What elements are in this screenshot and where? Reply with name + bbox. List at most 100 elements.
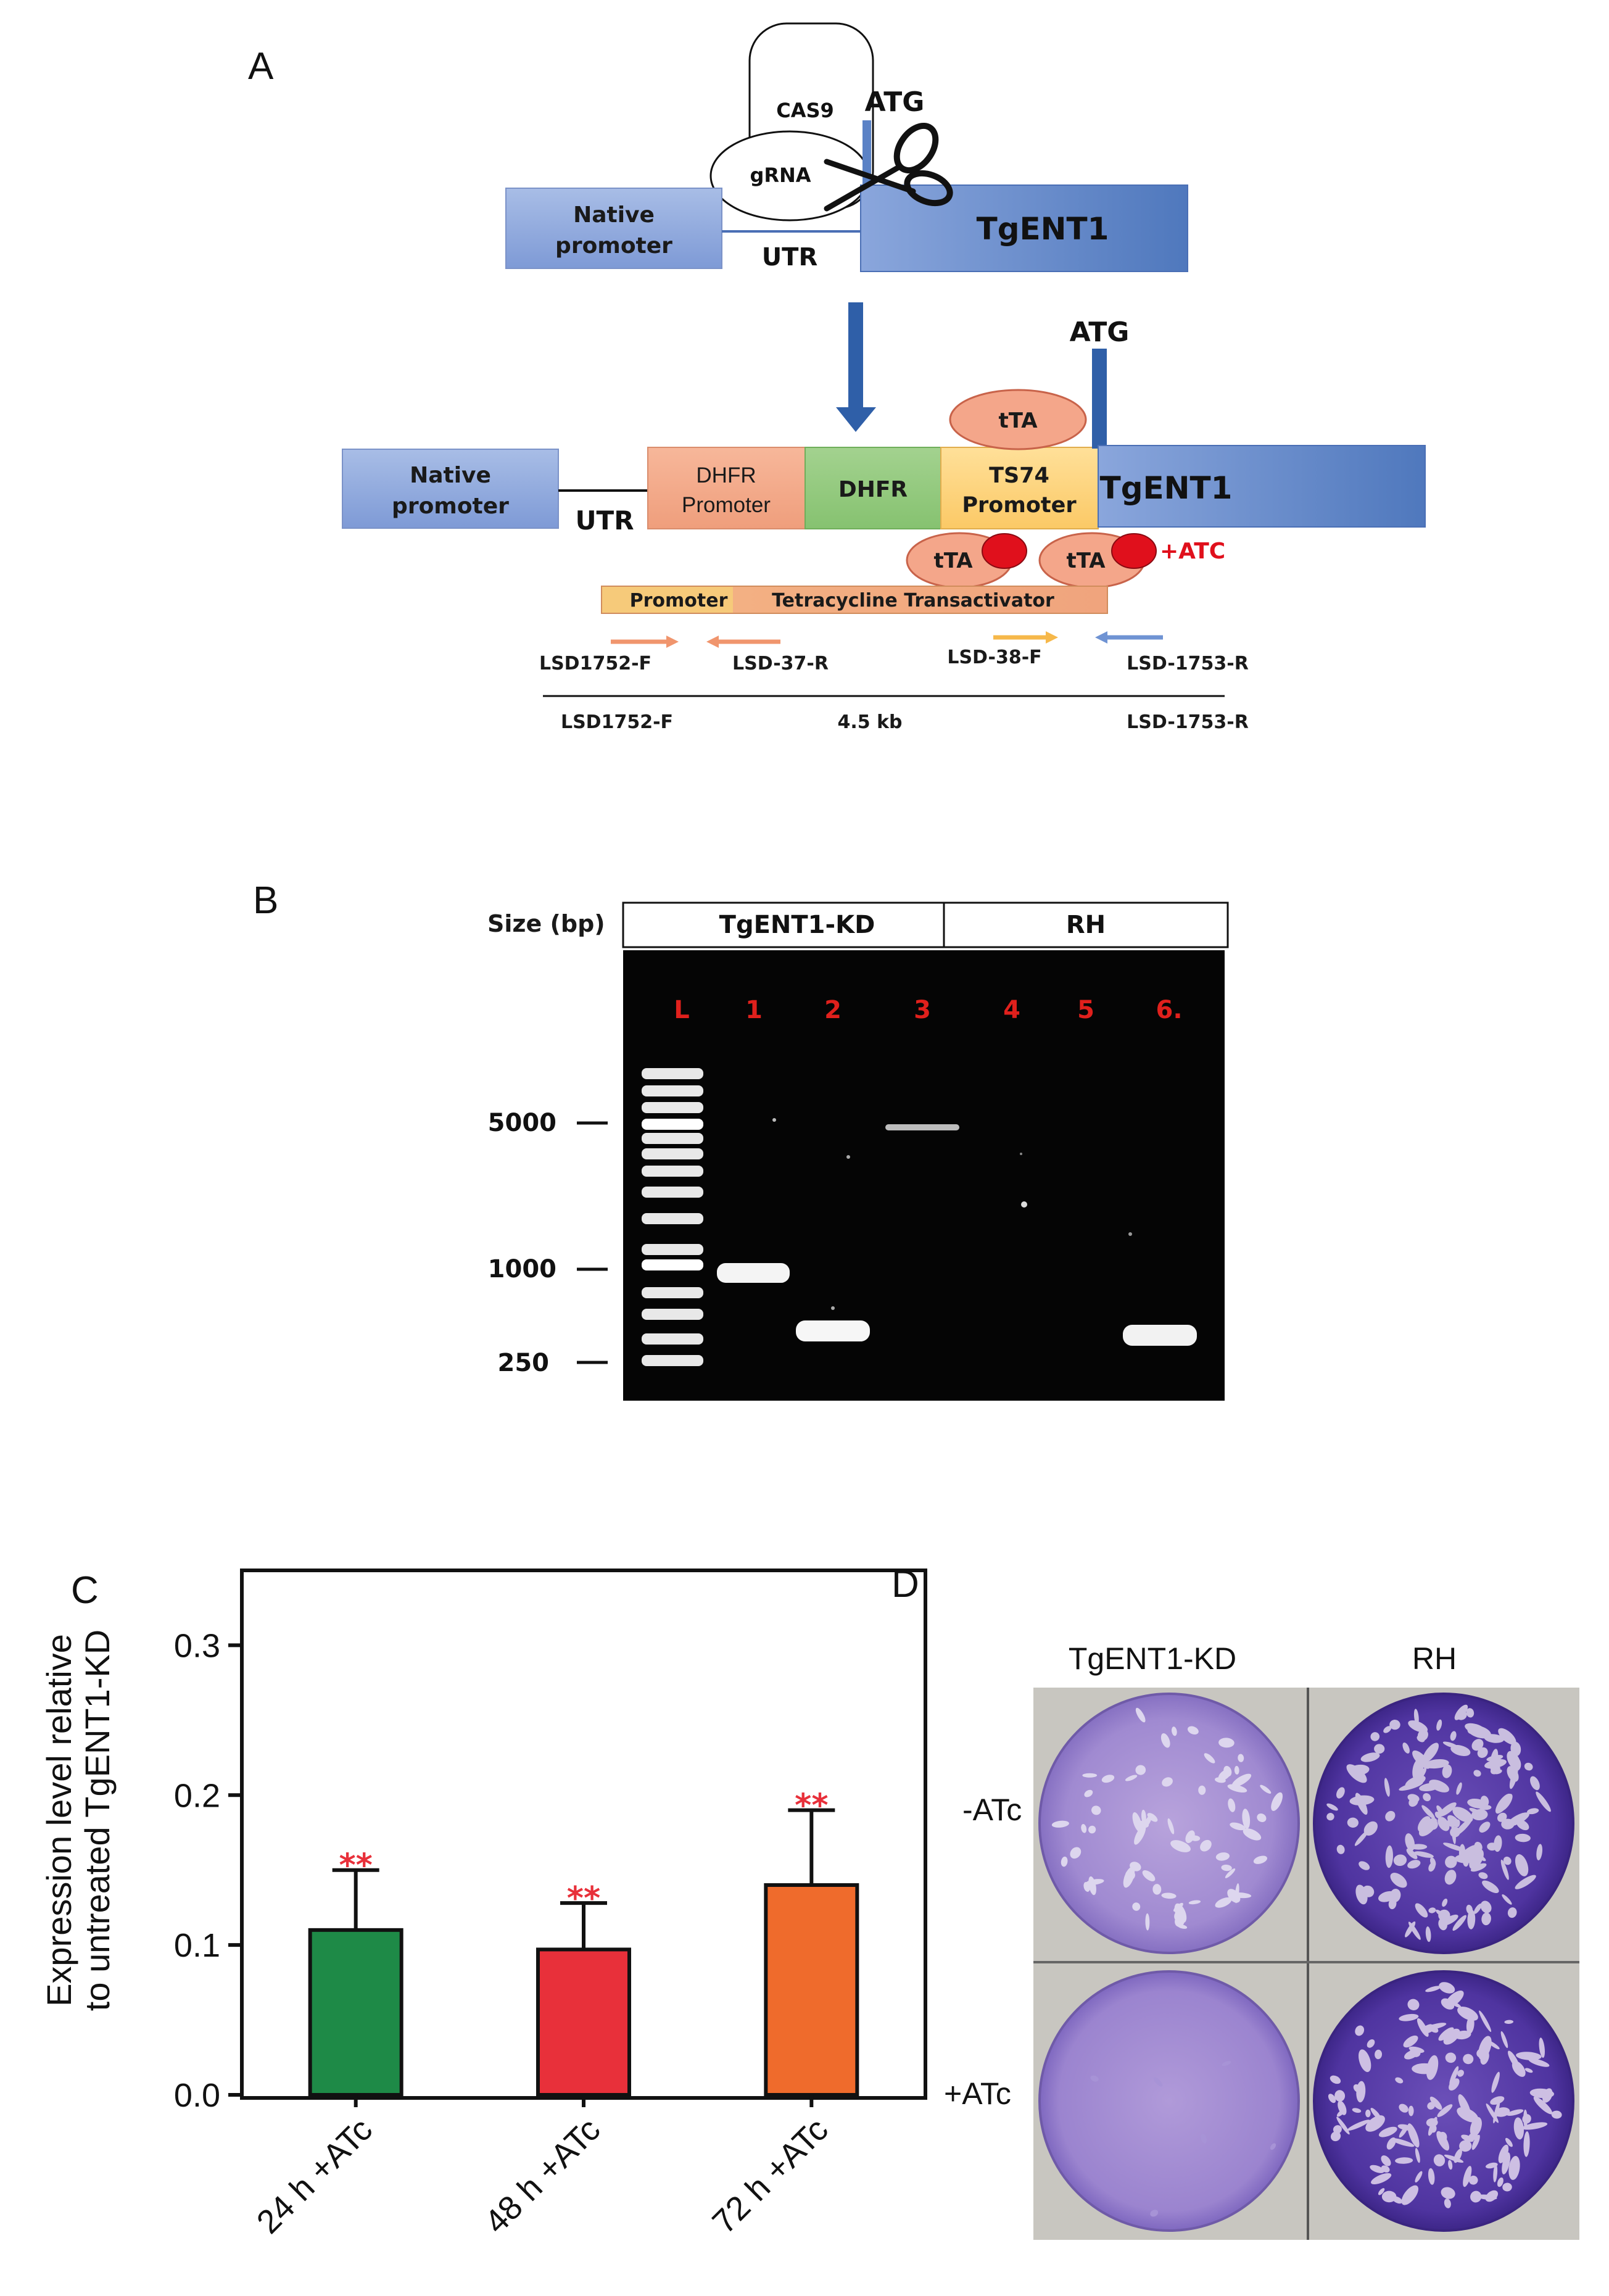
plaque xyxy=(1417,1735,1425,1743)
grna-label: gRNA xyxy=(750,164,811,187)
plaque xyxy=(1402,1743,1410,1754)
plaque xyxy=(1393,1854,1407,1867)
plaque xyxy=(1497,1812,1507,1822)
plaque xyxy=(1160,1733,1170,1748)
size-markers: 5000 1000 250 xyxy=(488,1109,608,1377)
plaque xyxy=(1384,1778,1390,1797)
plaque xyxy=(1413,1851,1434,1858)
y-tick-label: 0.2 xyxy=(174,1777,220,1814)
plaque xyxy=(1358,2049,1371,2073)
amplicon-right-label: LSD-1753-R xyxy=(1127,711,1249,733)
plaque xyxy=(1172,1726,1177,1736)
plaque xyxy=(1132,1812,1142,1832)
plaque xyxy=(1445,1990,1464,2008)
ladder-band xyxy=(642,1085,703,1096)
utr-label-2: UTR xyxy=(575,505,634,536)
plaque xyxy=(1336,1787,1345,1799)
atg-marker-2 xyxy=(1092,349,1107,449)
lane-label: 6. xyxy=(1156,996,1182,1024)
ladder-band xyxy=(642,1244,703,1255)
plaque xyxy=(1142,1870,1156,1881)
plaque xyxy=(1423,1793,1431,1802)
plaque xyxy=(1204,1753,1215,1763)
ladder-band xyxy=(642,1166,703,1177)
plaque xyxy=(1152,1884,1162,1895)
plaque xyxy=(1467,1725,1476,1734)
native-promoter-2-l1: Native xyxy=(410,463,491,488)
plaque xyxy=(1347,2120,1370,2131)
ladder-band xyxy=(642,1309,703,1320)
plaque xyxy=(1144,1815,1152,1828)
native-promoter-2-l2: promoter xyxy=(392,494,509,519)
ladder-band xyxy=(642,1148,703,1159)
plaque xyxy=(1508,2050,1520,2070)
native-locus: CAS9 gRNA Native promoter UTR ATG TgENT1 xyxy=(505,22,1188,272)
y-axis-ticks: 0.00.10.20.3 xyxy=(174,1627,242,2114)
plaque xyxy=(1493,2164,1498,2182)
plaque xyxy=(1516,1819,1529,1831)
plaque xyxy=(1461,2134,1474,2142)
plaque xyxy=(1388,1898,1397,1910)
plaque xyxy=(1444,2199,1451,2208)
plaque xyxy=(1452,1807,1473,1823)
plaque xyxy=(1215,1852,1230,1861)
primer-arrow-38f-icon xyxy=(993,631,1058,644)
y-tick-label: 0.1 xyxy=(174,1927,220,1964)
plaque xyxy=(1436,2131,1450,2151)
group1-label: TgENT1-KD xyxy=(719,911,875,939)
panel-a-label: A xyxy=(248,45,274,88)
plaque xyxy=(1082,1773,1098,1778)
plaque xyxy=(1132,1902,1141,1911)
down-arrow-icon xyxy=(836,302,876,432)
plaque xyxy=(1088,1825,1096,1834)
lane-header xyxy=(622,901,1229,948)
plaque xyxy=(1439,1982,1455,1994)
col1-label: TgENT1-KD xyxy=(1069,1641,1236,1676)
plaque xyxy=(1442,1898,1448,1907)
plaque xyxy=(1413,1709,1419,1725)
tta-label-1: tTA xyxy=(933,549,973,573)
plaque xyxy=(1170,1840,1191,1852)
gel-speck xyxy=(772,1118,776,1122)
plaque xyxy=(1498,2144,1509,2163)
plaque xyxy=(1448,2160,1453,2170)
plaque xyxy=(1270,2143,1276,2150)
plaque xyxy=(1444,1870,1457,1885)
plaque xyxy=(1470,1863,1487,1872)
plaque xyxy=(1507,2109,1524,2116)
plaque xyxy=(1336,1844,1345,1854)
plaque xyxy=(1452,1915,1466,1931)
plaque xyxy=(1438,2027,1454,2041)
primer-arrow-1753r-icon xyxy=(1095,631,1163,644)
plaque xyxy=(1408,2105,1414,2116)
plaque xyxy=(1326,1813,1334,1821)
plaque xyxy=(1189,1835,1201,1841)
plaque xyxy=(1499,1794,1513,1812)
primer-arrow-1752f-icon xyxy=(611,636,679,648)
plaque xyxy=(1198,1785,1206,1795)
plaque xyxy=(1523,2131,1530,2157)
plaque xyxy=(1466,2016,1475,2034)
y-axis-label-l1: Expression level relative xyxy=(39,1634,78,2007)
plaque xyxy=(1449,2066,1459,2086)
significance-label: ** xyxy=(795,1788,828,1825)
plaque xyxy=(1378,2126,1397,2137)
plaque xyxy=(1230,1822,1246,1831)
primer-1753r-label: LSD-1753-R xyxy=(1127,653,1249,674)
plaque xyxy=(1471,2134,1480,2150)
lane-label: L xyxy=(674,996,690,1024)
plaque xyxy=(1135,1707,1146,1723)
plaque xyxy=(1490,1765,1500,1775)
plaque xyxy=(1445,2052,1457,2063)
plaque xyxy=(1381,2155,1391,2166)
plaque xyxy=(1125,1775,1138,1781)
ladder-band xyxy=(642,1355,703,1366)
plaque xyxy=(1516,2052,1542,2060)
marker-5000: 5000 xyxy=(488,1109,556,1137)
plaque xyxy=(1243,1828,1262,1841)
plaque xyxy=(1447,1815,1460,1828)
plaque xyxy=(1522,2114,1531,2124)
lane-label: 2 xyxy=(824,996,842,1024)
